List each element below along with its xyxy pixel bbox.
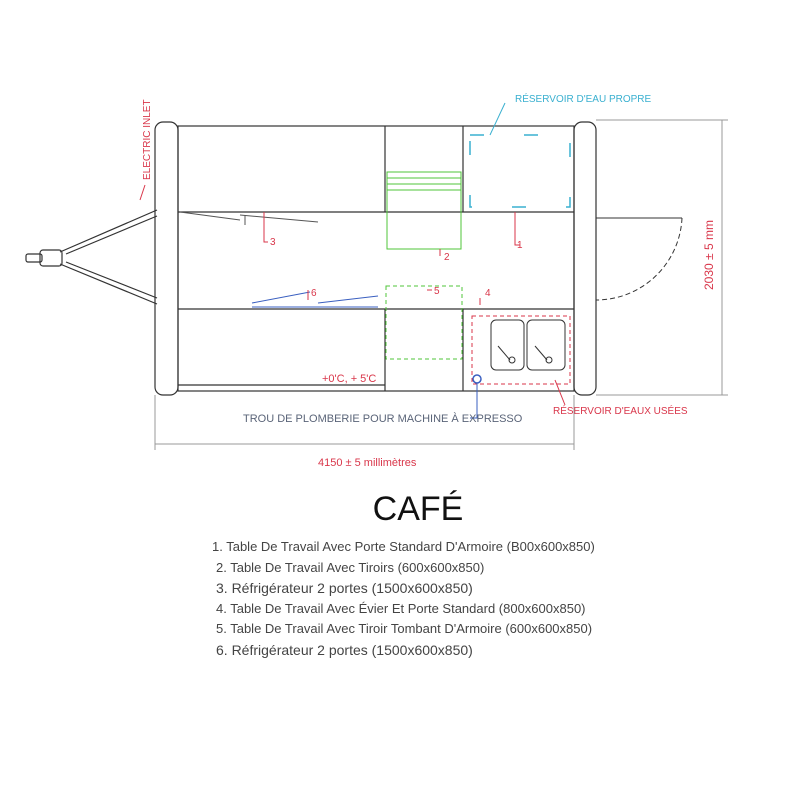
fridge-3-doors xyxy=(179,211,319,225)
equipment-legend: 1. Table De Travail Avec Porte Standard … xyxy=(212,537,595,660)
clean-water-label: RÉSERVOIR D'EAU PROPRE xyxy=(515,92,652,105)
marker-6: 6 xyxy=(311,288,317,299)
electric-inlet-label: ELECTRIC INLET xyxy=(142,99,153,180)
width-dimension-label: 4150 ± 5 millimètres xyxy=(318,457,417,469)
double-sink xyxy=(490,319,566,371)
trailer-body xyxy=(154,121,597,396)
depth-dimension-label: 2030 ± 5 mm xyxy=(702,220,716,290)
fridge-6-doors xyxy=(251,291,379,308)
legend-item: 5. Table De Travail Avec Tiroir Tombant … xyxy=(216,621,593,636)
marker-5: 5 xyxy=(434,286,440,297)
legend-item: 4. Table De Travail Avec Évier Et Porte … xyxy=(216,600,586,616)
plumbing-hole-icon xyxy=(472,374,482,384)
page-title: CAFÉ xyxy=(372,490,464,528)
legend-item: 1. Table De Travail Avec Porte Standard … xyxy=(212,539,595,554)
legend-item: 2. Table De Travail Avec Tiroirs (600x60… xyxy=(216,559,485,575)
fridge-temp-label: +0'C, + 5'C xyxy=(322,373,376,385)
worktable-drawers-2 xyxy=(385,171,463,360)
waste-water-label: RÉSERVOIR D'EAUX USÉES xyxy=(553,404,688,417)
legend-item: 3. Réfrigérateur 2 portes (1500x600x850) xyxy=(216,580,473,596)
marker-3: 3 xyxy=(270,237,276,248)
marker-4: 4 xyxy=(485,288,491,299)
plumbing-hole-label: TROU DE PLOMBERIE POUR MACHINE À EXPRESS… xyxy=(243,412,523,425)
waste-water-tank xyxy=(471,315,571,385)
dimension-lines xyxy=(154,119,728,450)
clean-water-tank xyxy=(469,134,571,208)
entry-door xyxy=(595,217,683,301)
marker-1: 1 xyxy=(517,240,523,251)
trailer-tongue xyxy=(25,209,158,305)
marker-2: 2 xyxy=(444,252,450,263)
legend-item: 6. Réfrigérateur 2 portes (1500x600x850) xyxy=(216,641,473,658)
